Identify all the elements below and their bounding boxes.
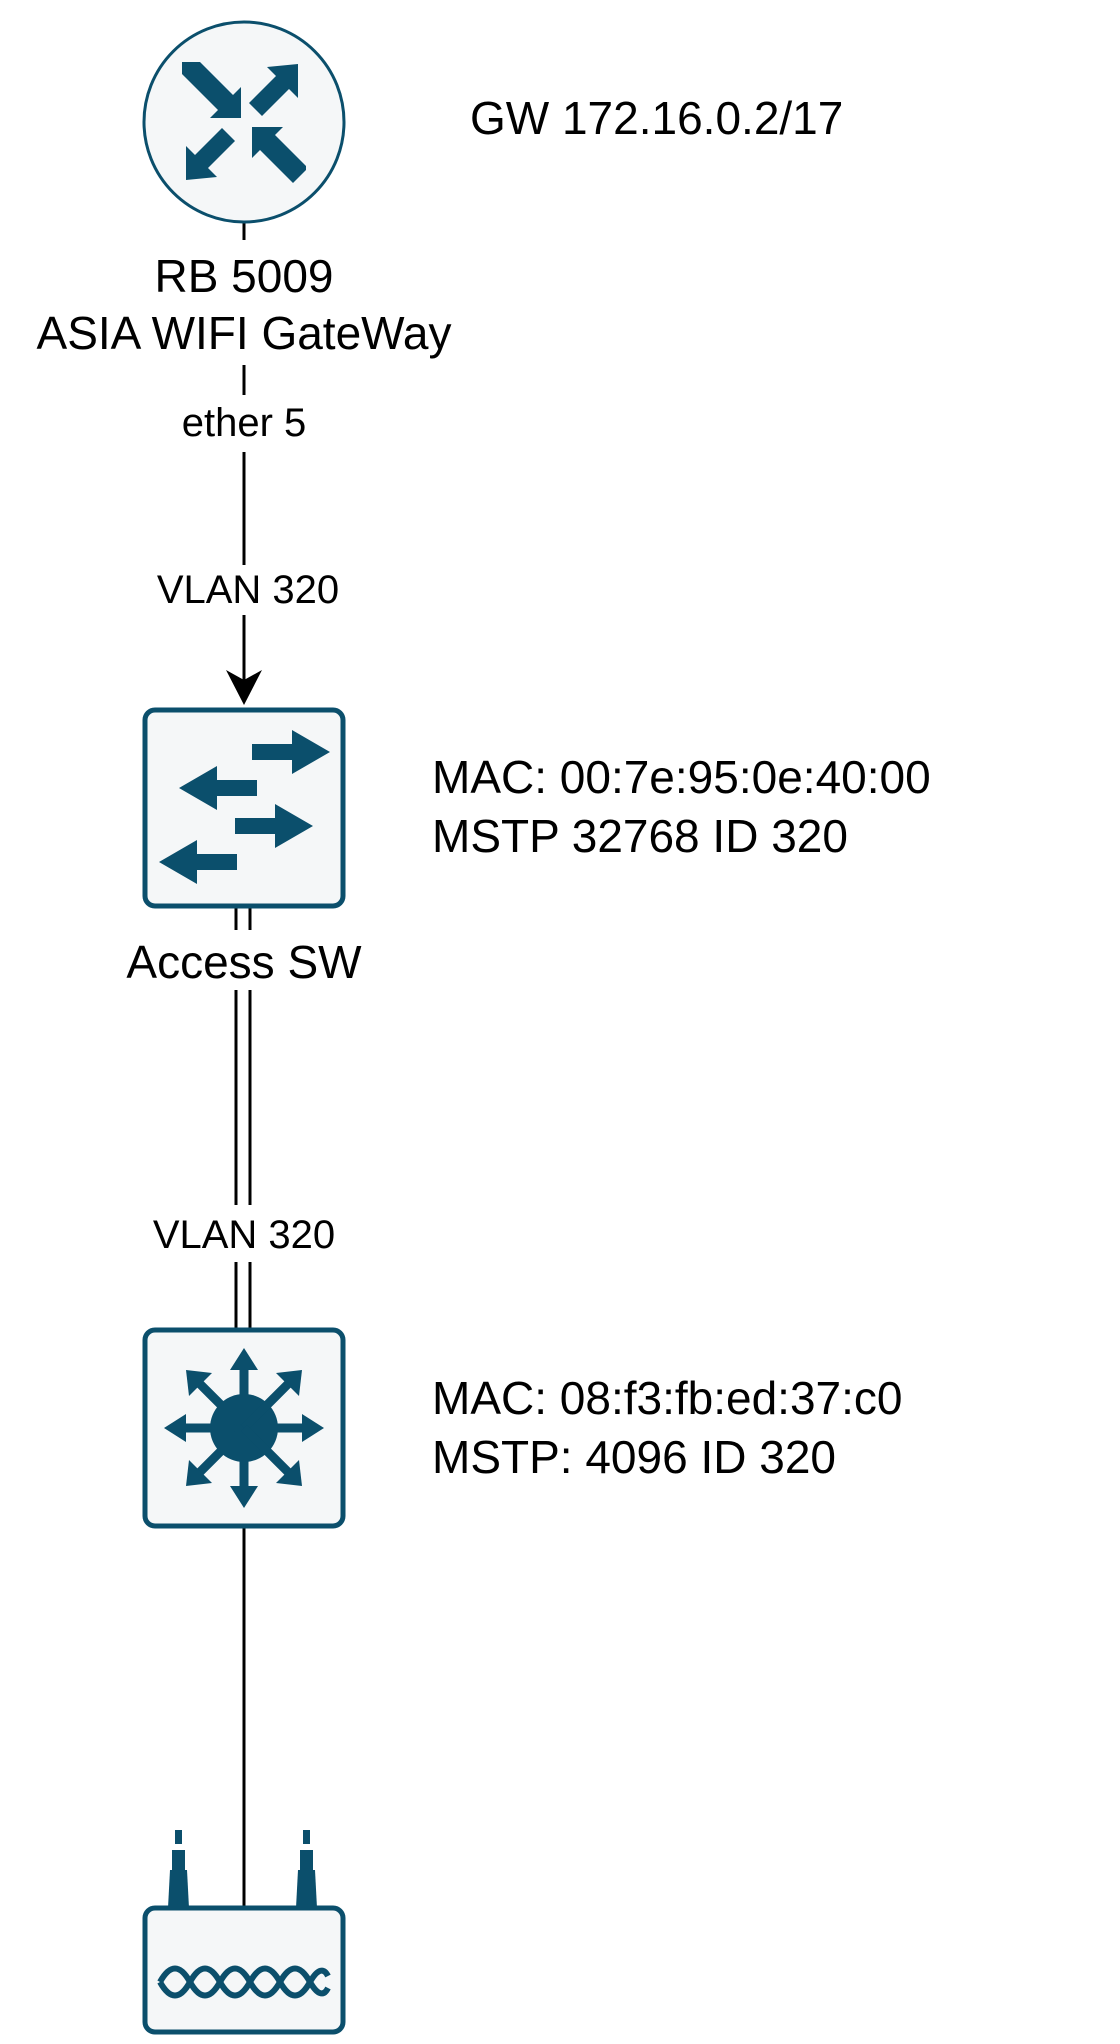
layer3-switch-icon[interactable] (142, 1327, 346, 1529)
core-switch-mstp: MSTP: 4096 ID 320 (432, 1431, 836, 1483)
gateway-address-label: GW 172.16.0.2/17 (470, 92, 843, 144)
link2-vlan-label: VLAN 320 (153, 1213, 335, 1257)
switch-icon[interactable] (142, 707, 346, 909)
gateway-name-line1: RB 5009 (154, 250, 333, 302)
access-switch-mstp: MSTP 32768 ID 320 (432, 810, 848, 862)
gateway-name-line2: ASIA WIFI GateWay (37, 307, 452, 359)
access-switch-mac: MAC: 00:7e:95:0e:40:00 (432, 751, 931, 803)
link-access-to-core-switch (234, 906, 252, 1328)
link-router-to-access-switch (226, 222, 262, 705)
wireless-router-icon[interactable] (142, 1830, 346, 2035)
access-switch-name: Access SW (126, 936, 362, 988)
router-icon[interactable] (142, 20, 346, 224)
core-switch-mac: MAC: 08:f3:fb:ed:37:c0 (432, 1372, 903, 1424)
link1-arrowhead (226, 670, 262, 705)
link1-vlan-label: VLAN 320 (157, 568, 339, 612)
router-port-label: ether 5 (182, 401, 307, 445)
